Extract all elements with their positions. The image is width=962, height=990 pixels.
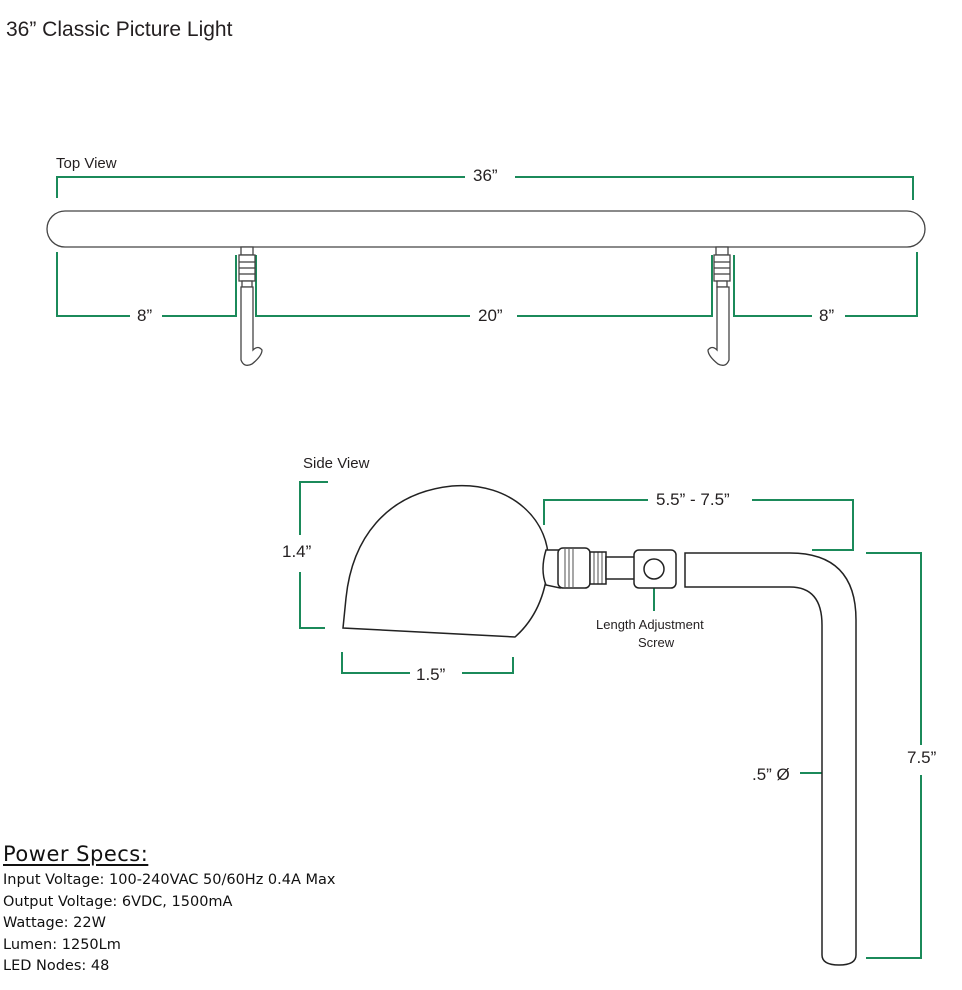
top-view-drawing: [46, 210, 926, 366]
dim-rod-diameter: .5” Ø: [752, 765, 790, 784]
spec-wattage: Wattage: 22W: [3, 915, 106, 931]
spec-output-voltage: Output Voltage: 6VDC, 1500mA: [3, 893, 233, 910]
dim-shade-height: 1.4”: [282, 542, 312, 561]
dim-right-offset: 8”: [819, 306, 835, 325]
bracket-left: [238, 246, 263, 366]
spec-led-nodes: LED Nodes: 48: [3, 958, 110, 974]
page-title: 36” Classic Picture Light: [6, 18, 233, 41]
top-view-label: Top View: [56, 155, 117, 172]
bracket-right: [707, 246, 731, 366]
dim-overall-length: 36”: [473, 166, 498, 185]
dim-arm-height: 7.5”: [907, 748, 937, 767]
spec-lumen: Lumen: 1250Lm: [3, 936, 121, 953]
length-adjustment-screw: [643, 558, 665, 580]
dim-left-offset: 8”: [137, 306, 153, 325]
power-specs-heading: Power Specs:: [3, 842, 149, 866]
screw-label-line1: Length Adjustment: [596, 617, 704, 632]
knuckle: [557, 547, 591, 589]
dimension-lines: [56, 176, 922, 959]
dim-arm-extension: 5.5” - 7.5”: [656, 490, 730, 509]
dim-shade-depth: 1.5”: [416, 665, 446, 684]
side-view-label: Side View: [303, 455, 370, 472]
spec-input-voltage: Input Voltage: 100-240VAC 50/60Hz 0.4A M…: [3, 872, 336, 888]
dim-36-left: [56, 176, 465, 198]
light-bar: [46, 210, 926, 248]
shade: [342, 484, 549, 638]
screw-label-line2: Screw: [638, 635, 675, 650]
side-view-drawing: [342, 484, 857, 966]
swivel: [542, 549, 561, 589]
dim-36-right: [515, 176, 914, 200]
arm-rod: [684, 552, 857, 966]
dim-bracket-spacing: 20”: [478, 306, 503, 325]
power-specs: Power Specs: Input Voltage: 100-240VAC 5…: [3, 842, 336, 978]
